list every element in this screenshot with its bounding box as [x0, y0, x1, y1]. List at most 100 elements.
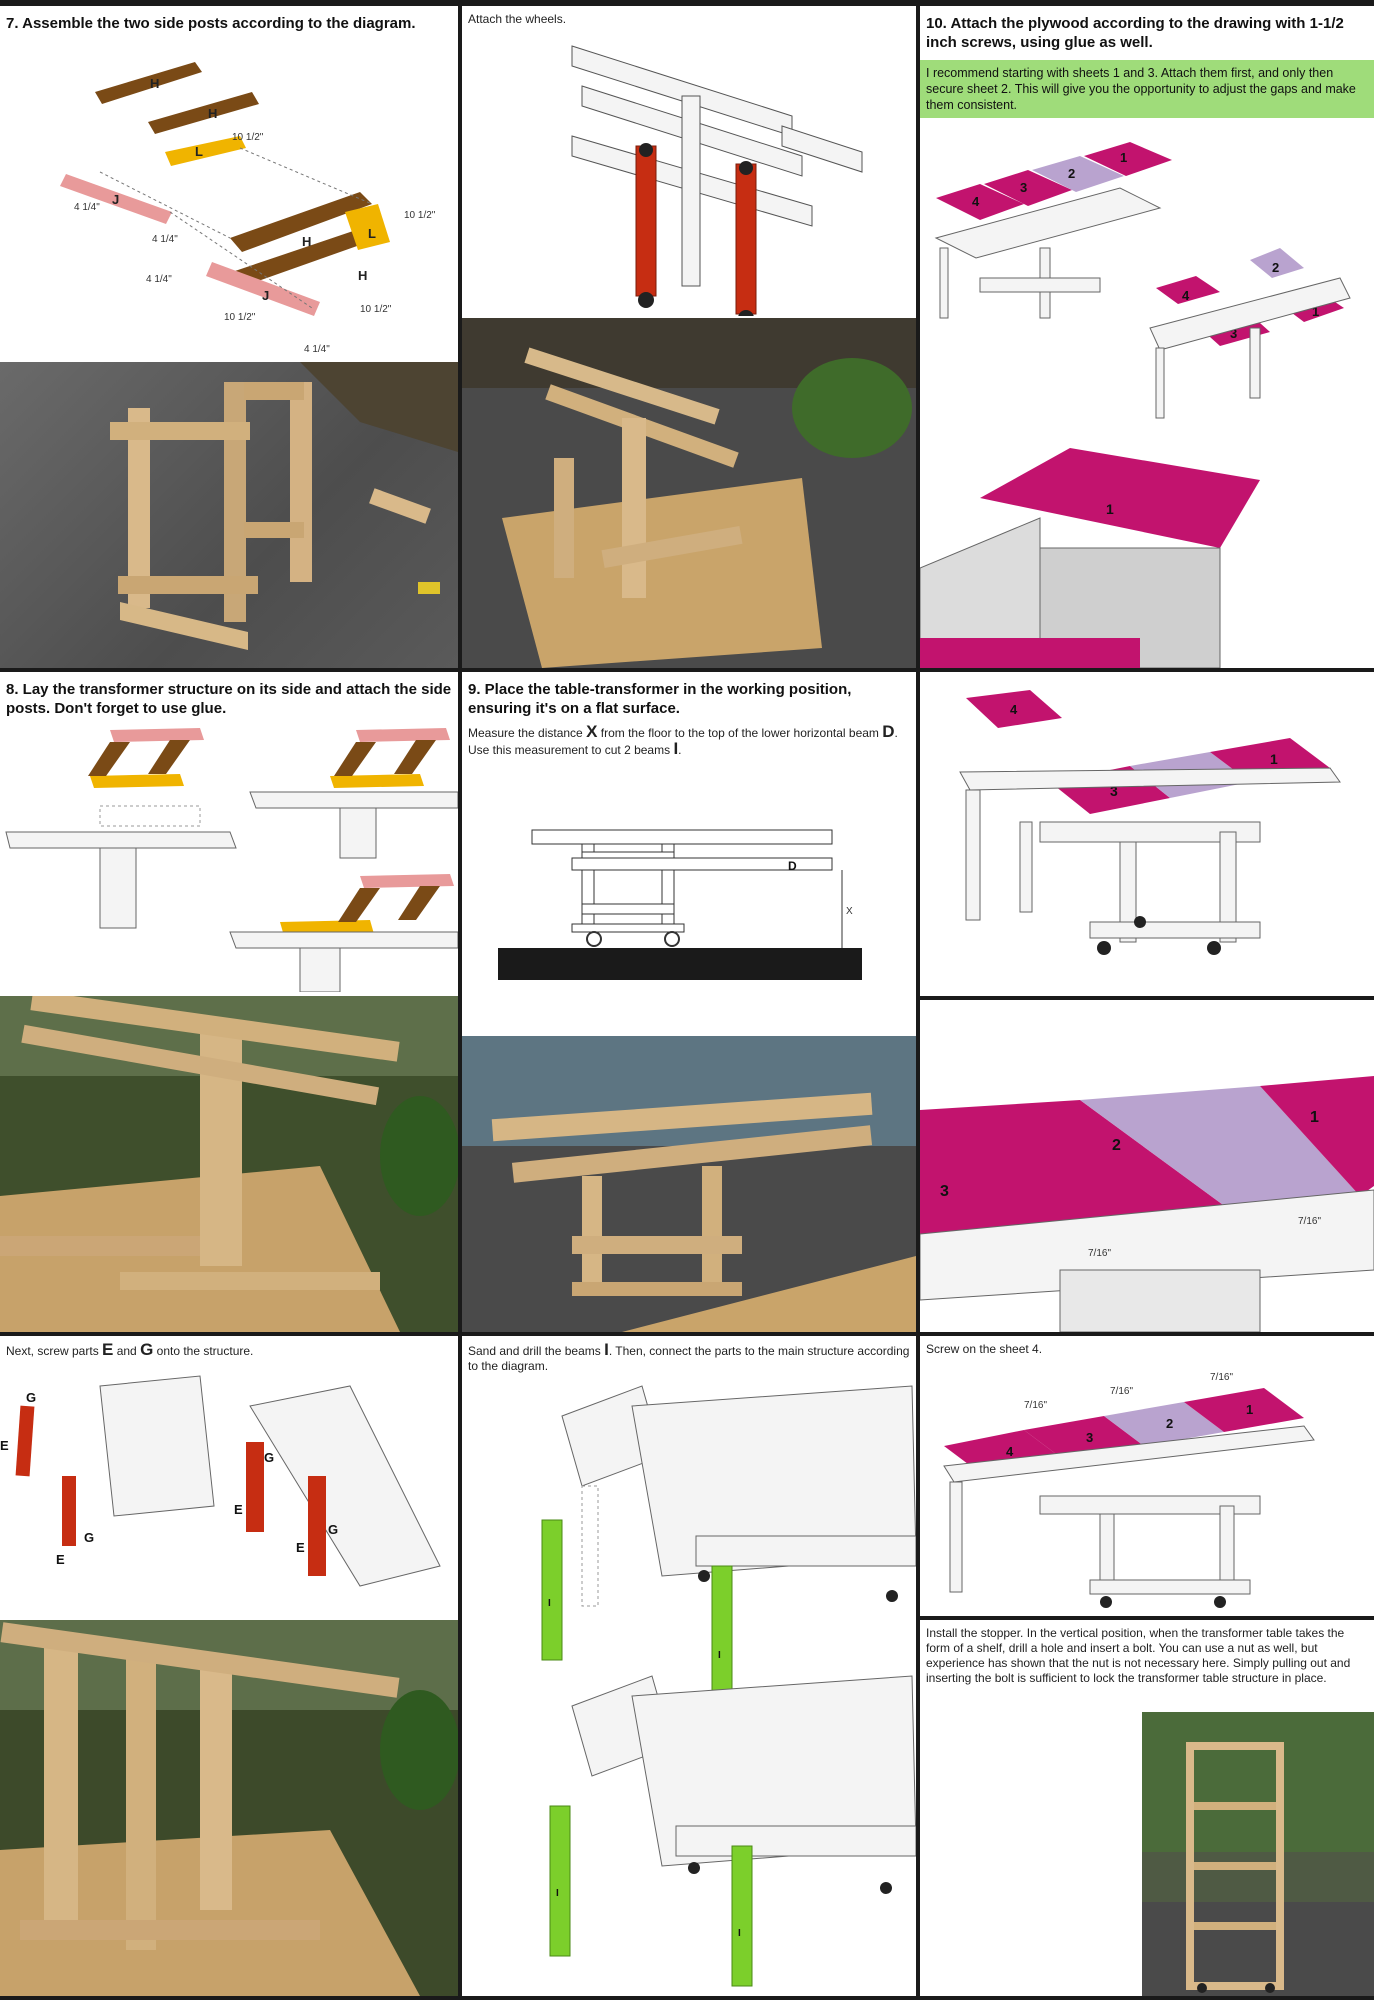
part-label: H: [358, 268, 367, 283]
parts-eg-photo: [0, 1620, 458, 1996]
sheet-label: 3: [1020, 180, 1027, 195]
part-label: G: [26, 1390, 36, 1405]
step9-note: Measure the distance X from the floor to…: [462, 718, 916, 758]
step9-title: 9. Place the table-transformer in the wo…: [468, 681, 852, 717]
wheels-title: Attach the wheels.: [468, 12, 567, 26]
dimension-label: 4 1/4": [146, 274, 172, 285]
step7-photo: [0, 362, 458, 668]
sheets-diagram-panel: 4 3 2 1: [920, 672, 1374, 996]
gap-dimension: 7/16": [1110, 1386, 1133, 1397]
parts-eg-text: onto the structure.: [153, 1344, 254, 1358]
beams-i-text: Sand and drill the beams I. Then, connec…: [462, 1336, 916, 1374]
gap-dimension: 7/16": [1088, 1248, 1111, 1259]
sheets-diagram: 4 3 2 1: [959, 690, 1341, 955]
step10-panel: 10. Attach the plywood according to the …: [920, 6, 1374, 668]
parts-eg-title: Next, screw parts E and G onto the struc…: [0, 1336, 458, 1359]
sheet-label: 4: [1182, 288, 1190, 303]
parts-eg-diagram: G E G E E G G E: [0, 1375, 441, 1587]
parts-eg-g: G: [140, 1340, 154, 1359]
sheet-label: 2: [1112, 1137, 1121, 1154]
beam-label: I: [548, 1598, 551, 1609]
parts-eg-panel: Next, screw parts E and G onto the struc…: [0, 1336, 458, 1620]
gap-dimension: 7/16": [1024, 1400, 1047, 1411]
gap-dimension: 7/16": [1298, 1216, 1321, 1227]
part-label: G: [264, 1450, 274, 1465]
wheels-diagram: [571, 45, 863, 316]
wheels-diagram-panel: Attach the wheels.: [462, 6, 916, 318]
part-label: H: [208, 106, 217, 121]
beam-label: I: [718, 1650, 721, 1661]
step8-photo: [0, 996, 458, 1332]
stopper-text: Install the stopper. In the vertical pos…: [926, 1626, 1351, 1685]
beams-i-text-part: . Then, connect the parts to the main st…: [468, 1344, 910, 1373]
step8-diagram: [5, 728, 458, 992]
bottom-divider: [0, 1996, 1374, 2000]
gaps-diagram: 2 1 3 7/16" 7/16": [920, 1076, 1374, 1332]
top-divider: [0, 0, 1374, 6]
sheet-label: 3: [1110, 783, 1118, 799]
step9-note-i: I: [673, 739, 679, 758]
right-margin: [1374, 0, 1400, 2000]
part-label: L: [195, 144, 203, 159]
sheet-label: 4: [1010, 702, 1018, 717]
dimension-label: 4 1/4": [74, 202, 100, 213]
cell-divider: [920, 996, 1374, 1000]
step7-title: 7. Assemble the two side posts according…: [6, 15, 416, 32]
step9-note-d: D: [882, 722, 895, 741]
beams-i-panel: Sand and drill the beams I. Then, connec…: [462, 1336, 916, 1996]
sheet4-title: Screw on the sheet 4.: [926, 1342, 1043, 1356]
part-label: E: [56, 1552, 65, 1567]
part-label: E: [0, 1438, 9, 1453]
beams-i-diagram: I I I I: [541, 1385, 916, 1987]
column-divider: [458, 0, 462, 2000]
wheels-photo: [462, 318, 916, 668]
sheet4-panel: Screw on the sheet 4. 4 3 2 1 7/16" 7/16…: [920, 1336, 1374, 1616]
step10-diagram: 4 3 2 1 4 2 3 1 1: [920, 142, 1351, 668]
distance-x-label: X: [846, 906, 853, 917]
part-label: E: [296, 1540, 305, 1555]
sheet-label: 4: [972, 194, 980, 209]
step9-photo: [462, 1036, 916, 1332]
step10-tip: I recommend starting with sheets 1 and 3…: [920, 60, 1374, 118]
dimension-label: 10 1/2": [360, 304, 392, 315]
cell-divider: [920, 1616, 1374, 1620]
dimension-label: 10 1/2": [232, 132, 264, 143]
sheet-label: 2: [1166, 1416, 1173, 1431]
dimension-label: 10 1/2": [404, 210, 436, 221]
gaps-diagram-panel: 2 1 3 7/16" 7/16": [920, 1000, 1374, 1332]
sheet-label: 1: [1310, 1109, 1319, 1126]
step9-note-text: .: [678, 743, 682, 757]
sheet-label: 3: [1086, 1430, 1093, 1445]
parts-eg-text: Next, screw parts: [6, 1344, 103, 1358]
step9-diagram-panel: 9. Place the table-transformer in the wo…: [462, 672, 916, 1036]
parts-eg-text: and: [113, 1344, 141, 1358]
row-divider: [0, 1332, 1374, 1336]
stopper-panel: Install the stopper. In the vertical pos…: [920, 1616, 1374, 1996]
dimension-label: 10 1/2": [224, 312, 256, 323]
sheet-label: 1: [1106, 501, 1114, 517]
step9-note-text: Measure the distance: [468, 726, 587, 740]
parts-eg-e: E: [102, 1340, 114, 1359]
step8-title: 8. Lay the transformer structure on its …: [6, 681, 452, 717]
gap-dimension: 7/16": [1210, 1372, 1233, 1383]
stopper-photo: [1142, 1712, 1374, 1996]
beams-i-label: I: [604, 1340, 609, 1359]
row-divider: [0, 668, 1374, 672]
sheet-label: 1: [1246, 1402, 1253, 1417]
step9-note-x: X: [586, 722, 598, 741]
beam-label: I: [556, 1888, 559, 1899]
part-label: G: [84, 1530, 94, 1545]
part-label: H: [302, 234, 311, 249]
step9-diagram: D X: [498, 829, 862, 980]
sheet4-diagram: 4 3 2 1 7/16" 7/16" 7/16": [943, 1372, 1315, 1608]
dimension-label: 4 1/4": [152, 234, 178, 245]
step10-title: 10. Attach the plywood according to the …: [926, 15, 1344, 51]
part-label: H: [150, 76, 159, 91]
sheet-label: 3: [940, 1183, 949, 1200]
part-label: L: [368, 226, 376, 241]
sheet-label: 1: [1120, 150, 1127, 165]
sheet-label: 2: [1272, 260, 1279, 275]
column-divider: [916, 0, 920, 2000]
step9-note-text: . Use this measurement to cut 2 beams: [468, 726, 898, 757]
